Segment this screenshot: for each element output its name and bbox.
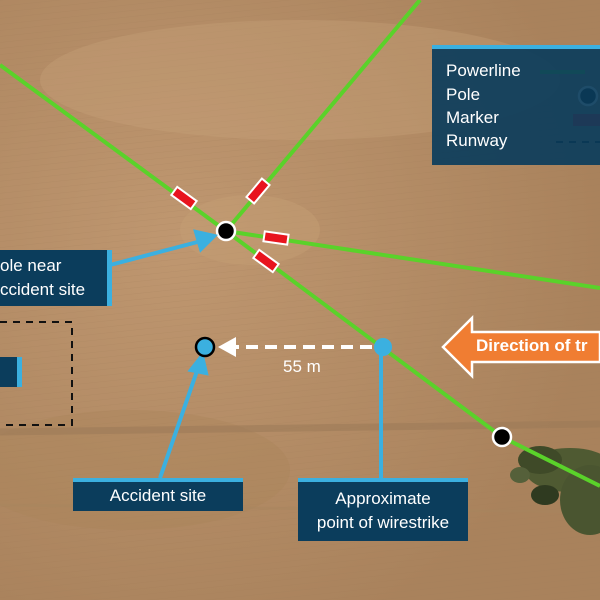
marker [251,248,281,274]
field-patch [180,195,320,265]
callout-accent [107,250,112,306]
runway-callout [0,357,22,387]
pole-callout-line2: ccident site [0,280,86,299]
markers [169,177,290,274]
wirestrike-label-line2: point of wirestrike [316,513,450,532]
legend-runway-label: Runway [446,131,508,150]
direction-arrow [441,314,600,380]
leader-lines [109,229,383,479]
callout-accent [73,478,243,482]
dirt-track [0,420,600,436]
accident-site-label: Accident site [109,486,207,505]
callout-accent [17,357,22,387]
wirestrike-callout: Approximate point of wirestrike [298,478,468,541]
accident-site-callout: Accident site [73,478,243,511]
accident-site-marker [194,336,216,358]
marker [169,185,199,211]
legend-marker-label: Marker [446,108,499,127]
marker [245,177,271,205]
callout-accent [298,478,468,482]
wirestrike-marker [374,338,392,356]
direction-label: Direction of tr [476,336,588,355]
pole-callout: ole near ccident site [0,250,112,306]
field-patch [40,20,560,140]
legend-accent [432,45,600,49]
marker [262,230,290,246]
distance-label: 55 m [283,357,321,376]
pole-callout-line1: ole near [0,256,62,275]
legend-pole-label: Pole [446,85,481,104]
powerline [501,435,600,488]
wirestrike-label-line1: Approximate [335,489,431,508]
legend-powerline-label: Powerline [446,61,521,80]
distance-arrow [218,337,372,357]
runway-outline [0,321,73,426]
legend: Powerline Pole Marker Runway [432,45,600,165]
pole [215,220,237,242]
pole [491,426,513,448]
